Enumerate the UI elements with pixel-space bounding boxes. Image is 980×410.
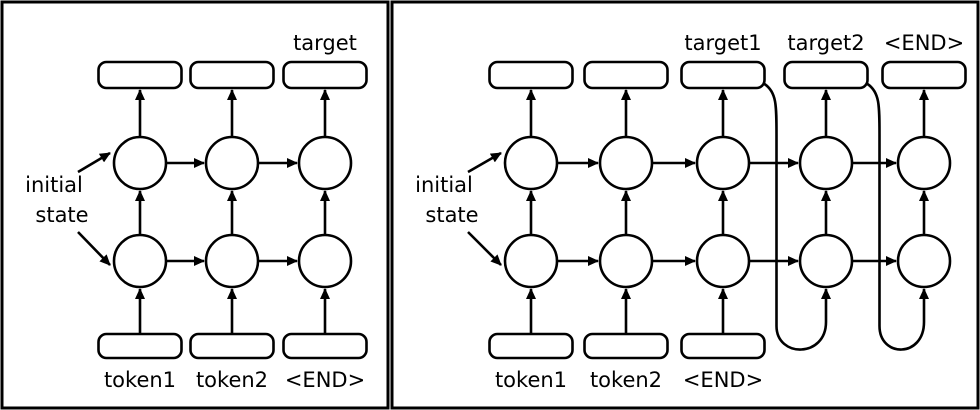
inference-panel-rnn-cell-top-4[interactable] (896, 135, 952, 191)
inference-panel-rnn-cell-top-3[interactable] (798, 135, 854, 191)
inference-panel-rnn-cell-bottom-0[interactable] (503, 233, 559, 289)
training-panel-rnn-cell-top-0[interactable] (112, 135, 168, 191)
inference-panel-input-box-1[interactable] (583, 332, 669, 360)
training-panel-input-box-1[interactable] (189, 332, 275, 360)
inference-panel-rnn-cell-top-1[interactable] (598, 135, 654, 191)
inference-panel-arrow-initial-state-top (467, 151, 502, 174)
training-panel-input-label-1: token2 (196, 368, 268, 392)
inference-panel-output-box-2[interactable] (680, 60, 766, 90)
inference-panel-rnn-cell-top-0[interactable] (503, 135, 559, 191)
inference-panel-output-label-3: target2 (787, 31, 864, 55)
training-panel-arrow-initial-state-top (77, 151, 111, 174)
inference-panel-rnn-cell-bottom-4[interactable] (896, 233, 952, 289)
training-panel-input-box-2[interactable] (282, 332, 368, 360)
training-panel-initial-state-label-line1: initial (25, 173, 83, 197)
inference-panel-output-box-0[interactable] (488, 60, 574, 90)
training-panel-initial-state-label-line2: state (35, 203, 88, 227)
inference-panel-output-label-2: target1 (684, 31, 761, 55)
inference-panel-initial-state-label-line1: initial (415, 173, 473, 197)
training-panel-rnn-cell-bottom-1[interactable] (204, 233, 260, 289)
inference-panel-input-label-1: token2 (590, 368, 662, 392)
inference-panel-initial-state-label-line2: state (425, 203, 478, 227)
training-panel-arrow-initial-state-bottom (77, 231, 111, 266)
inference-panel-input-box-2[interactable] (680, 332, 766, 360)
training-panel-output-box-2[interactable] (282, 60, 368, 90)
training-panel-frame (0, 0, 390, 410)
inference-panel-rnn-cell-bottom-1[interactable] (598, 233, 654, 289)
inference-panel-input-label-2: <END> (683, 368, 763, 392)
training-panel-output-box-0[interactable] (97, 60, 183, 90)
inference-panel-output-box-1[interactable] (583, 60, 669, 90)
inference-panel-output-box-3[interactable] (783, 60, 869, 90)
training-panel-output-label-2: target (293, 31, 357, 55)
training-panel-input-label-2: <END> (285, 368, 365, 392)
training-panel-rnn-cell-top-1[interactable] (204, 135, 260, 191)
inference-panel-arrow-initial-state-bottom (467, 231, 502, 266)
training-panel-input-label-0: token1 (104, 368, 176, 392)
inference-panel-output-box-4[interactable] (881, 60, 967, 90)
training-panel-rnn-cell-bottom-2[interactable] (297, 233, 353, 289)
inference-panel-output-label-4: <END> (884, 31, 964, 55)
training-panel-rnn-cell-top-2[interactable] (297, 135, 353, 191)
inference-panel-rnn-cell-bottom-3[interactable] (798, 233, 854, 289)
inference-panel-rnn-cell-top-2[interactable] (695, 135, 751, 191)
inference-panel-input-label-0: token1 (495, 368, 567, 392)
inference-panel-frame (390, 0, 980, 410)
training-panel-input-box-0[interactable] (97, 332, 183, 360)
training-panel-output-box-1[interactable] (189, 60, 275, 90)
inference-panel-rnn-cell-bottom-2[interactable] (695, 233, 751, 289)
inference-panel-input-box-0[interactable] (488, 332, 574, 360)
inference-panel-feedback-loop-0 (763, 82, 831, 351)
training-panel-rnn-cell-bottom-0[interactable] (112, 233, 168, 289)
inference-panel-feedback-loop-1 (866, 82, 929, 351)
